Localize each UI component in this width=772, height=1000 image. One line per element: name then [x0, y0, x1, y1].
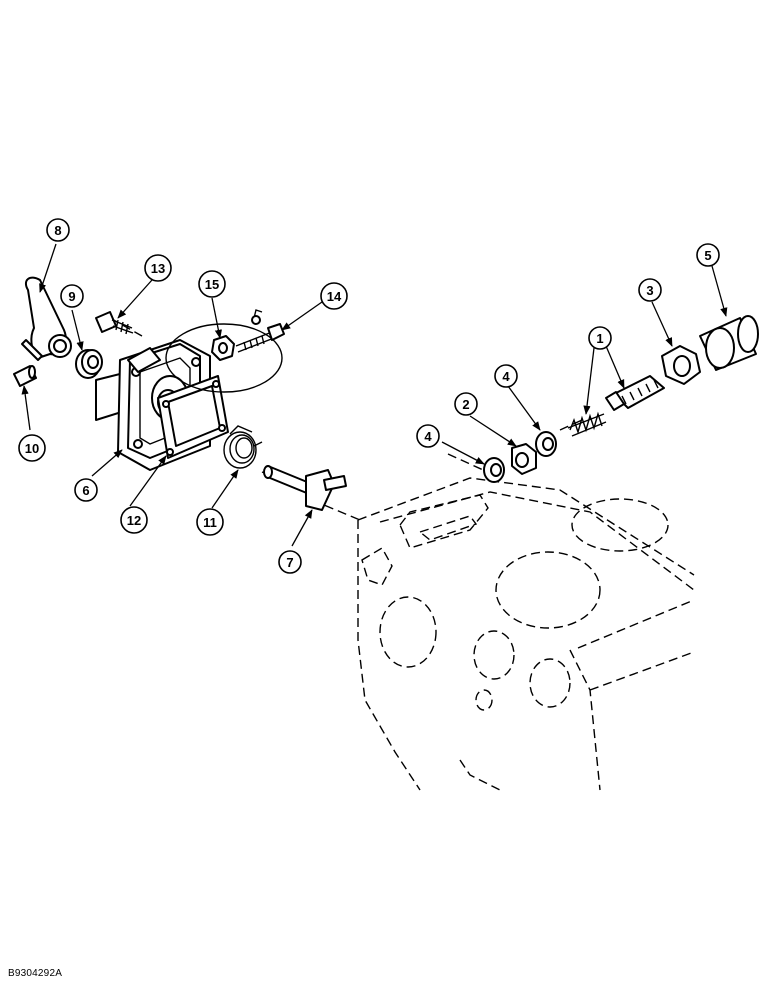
callout-14: 14 — [320, 282, 348, 310]
callout-10: 10 — [18, 434, 46, 462]
callout-2: 2 — [454, 392, 478, 416]
callout-5: 5 — [696, 243, 720, 267]
callout-1: 1 — [588, 326, 612, 350]
washer-part-4b — [535, 431, 557, 457]
callout-12: 12 — [120, 506, 148, 534]
cap-screw-part-13 — [95, 311, 134, 335]
callout-13: 13 — [144, 254, 172, 282]
cap-part-5 — [699, 315, 759, 371]
engine-block — [357, 477, 695, 791]
svg-text:8: 8 — [54, 223, 61, 238]
svg-text:11: 11 — [203, 515, 217, 530]
svg-text:12: 12 — [127, 513, 141, 528]
lever-part-8 — [21, 276, 72, 361]
callout-8: 8 — [46, 218, 70, 242]
nut-part-15 — [211, 335, 235, 361]
leader-lines — [21, 243, 728, 547]
shaft-part-7 — [263, 465, 347, 511]
callout-7: 7 — [278, 550, 302, 574]
callout-11: 11 — [196, 508, 224, 536]
figure-code: B9304292A — [8, 968, 63, 979]
svg-text:5: 5 — [704, 248, 711, 263]
spring-part-1a — [567, 411, 607, 437]
callout-6: 6 — [74, 478, 98, 502]
torsion-spring-part-11 — [223, 425, 263, 469]
svg-text:1: 1 — [596, 331, 603, 346]
nut-part-3 — [661, 345, 701, 385]
washer-part-4a — [483, 457, 505, 483]
gasket-part-12 — [157, 375, 229, 459]
callout-4-right: 4 — [494, 364, 518, 388]
pin-part-10 — [13, 365, 37, 387]
svg-text:10: 10 — [25, 441, 39, 456]
spring-part-1b — [605, 375, 665, 411]
callout-9: 9 — [60, 284, 84, 308]
svg-text:7: 7 — [286, 555, 293, 570]
svg-text:6: 6 — [82, 483, 89, 498]
nut-part-2 — [511, 443, 537, 475]
svg-text:2: 2 — [462, 397, 469, 412]
callout-4-left: 4 — [416, 424, 440, 448]
svg-text:13: 13 — [151, 261, 165, 276]
svg-text:3: 3 — [646, 283, 653, 298]
svg-text:14: 14 — [327, 289, 342, 304]
callout-3: 3 — [638, 278, 662, 302]
adjusting-screw-part-14 — [235, 309, 285, 353]
callout-15: 15 — [198, 270, 226, 298]
svg-text:15: 15 — [205, 277, 219, 292]
bushing-part-9 — [75, 349, 103, 379]
svg-text:9: 9 — [68, 289, 75, 304]
svg-text:4: 4 — [424, 429, 432, 444]
detail-oval — [165, 323, 283, 393]
svg-text:4: 4 — [502, 369, 510, 384]
